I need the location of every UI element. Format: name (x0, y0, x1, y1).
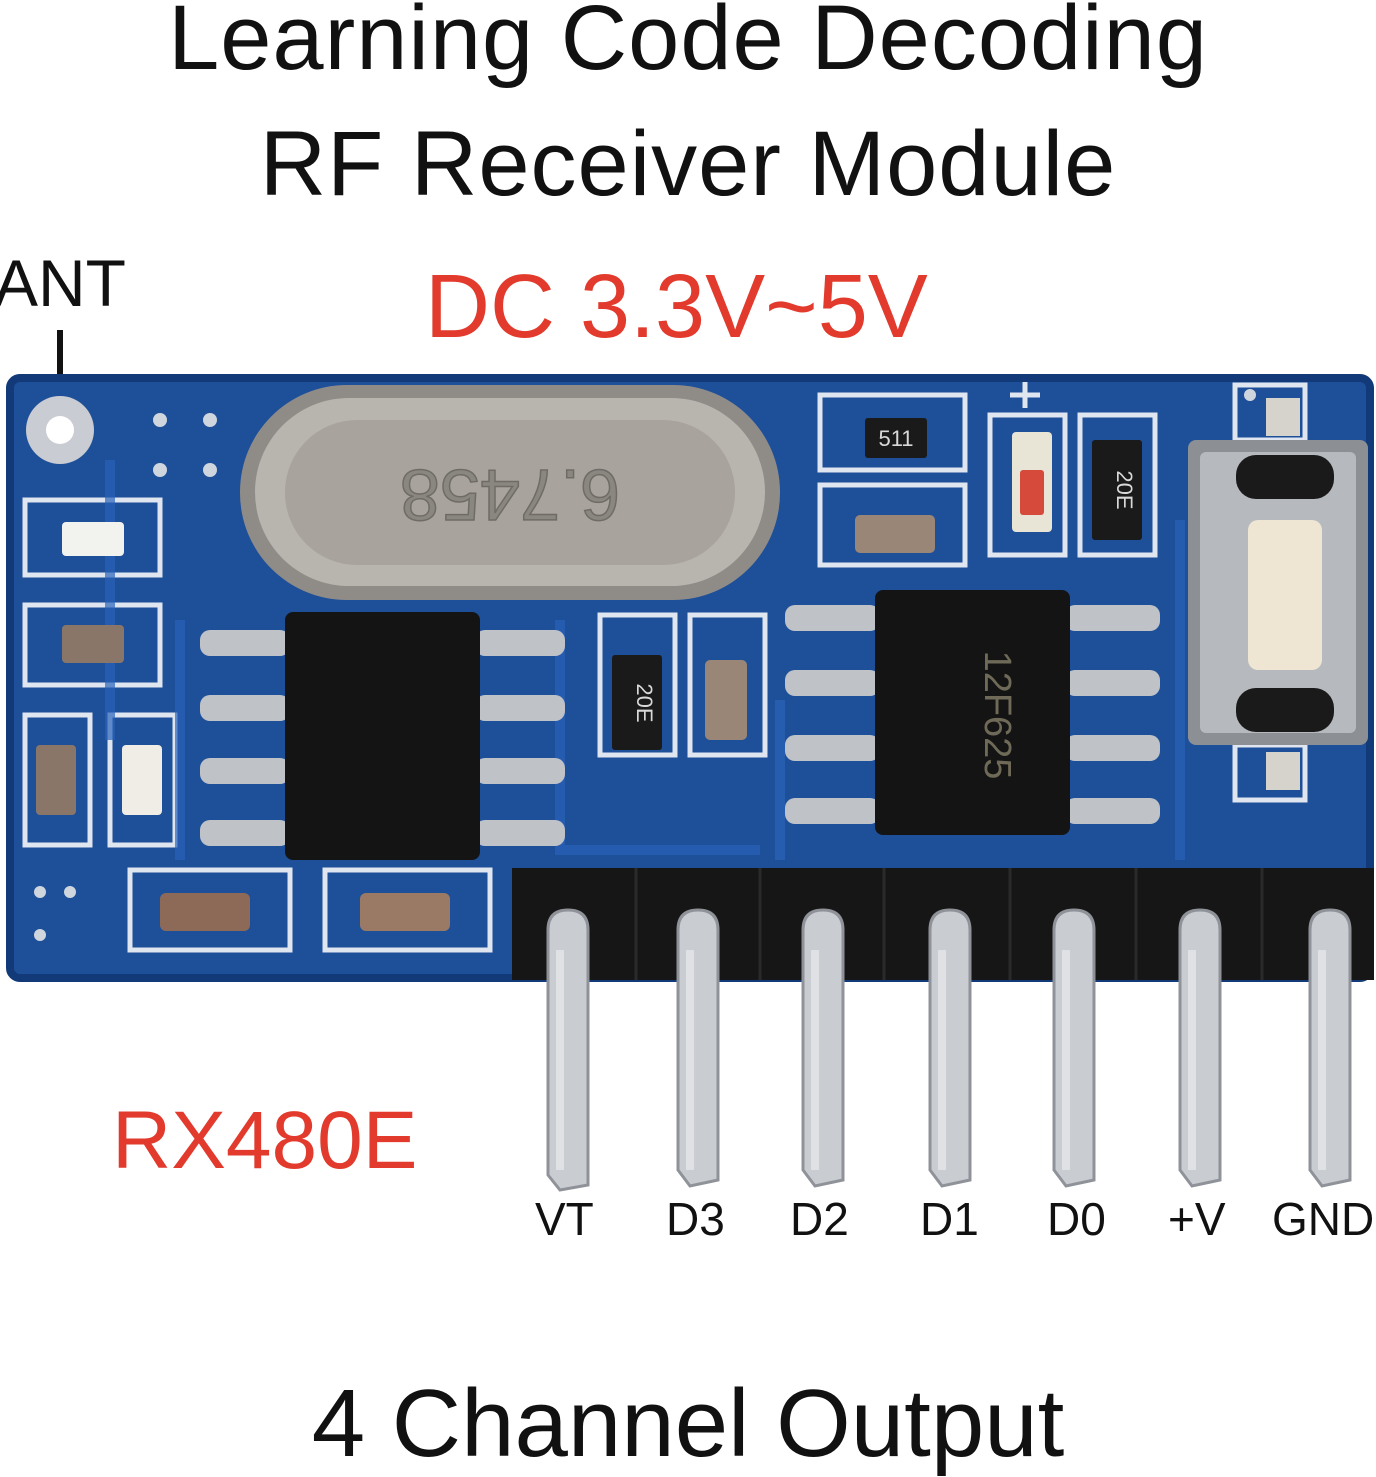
pin-label-d0: D0 (1047, 1193, 1106, 1245)
pin-label-d3: D3 (666, 1193, 725, 1245)
ic-chip-right (785, 590, 1160, 835)
voltage-label: DC 3.3V~5V (425, 257, 928, 357)
silkscreen-outlines (22, 382, 1308, 953)
pin-label-vt: VT (535, 1193, 594, 1245)
pin-label-d2: D2 (790, 1193, 849, 1245)
pin-label-vplus: +V (1168, 1193, 1226, 1245)
title-line-1: Learning Code Decoding (168, 0, 1208, 89)
learn-push-button (1188, 398, 1368, 790)
antenna-label: ANT (0, 246, 126, 320)
resistor-marking-3: 20E (632, 683, 657, 722)
model-label: RX480E (112, 1095, 418, 1186)
chip-marking: 12F625 (976, 651, 1018, 780)
pin-label-d1: D1 (920, 1193, 979, 1245)
footer-caption: 4 Channel Output (311, 1370, 1065, 1477)
ic-chip-left (200, 612, 565, 860)
crystal-marking: 6.7458 (400, 454, 620, 534)
title-line-2: RF Receiver Module (259, 113, 1117, 215)
resistor-marking-2: 20E (1112, 470, 1137, 509)
resistor-marking-1: 511 (878, 426, 913, 451)
smd-components (36, 418, 1142, 931)
pin-label-gnd: GND (1272, 1193, 1375, 1245)
